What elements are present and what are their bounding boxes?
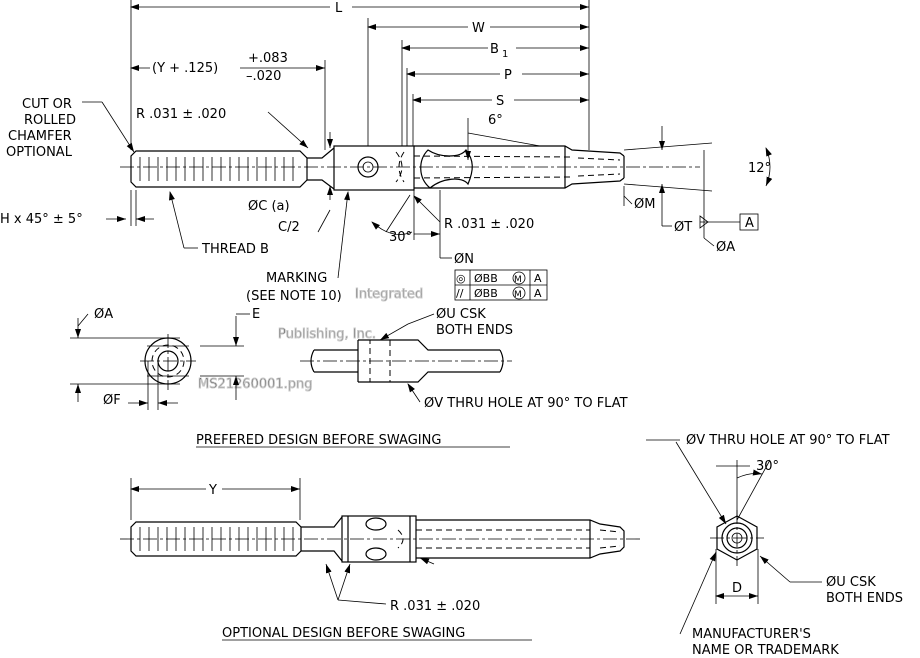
dimension-P: P [406,66,589,83]
note-rolled: ROLLED [24,113,76,128]
fcf-row2-symbol: // [456,287,464,300]
chamfer-note: CUT OR ROLLED CHAMFER OPTIONAL [6,97,135,160]
dim-B-label: B [490,42,499,57]
fcf-row1-value: ØBB [474,272,498,285]
dim-Y-bottom-label: Y [208,483,217,498]
radius-mid-label: R .031 ± .020 [444,217,534,232]
dim-W-label: W [472,21,485,36]
dimension-Y-top: (Y + .125) +.083 –.020 [130,51,326,150]
thread-b-label: THREAD B [201,242,269,257]
dim-y-expression: (Y + .125) [152,61,218,76]
name-trademark-label: NAME OR TRADEMARK [692,643,839,658]
csk-right-label: ØU CSK [826,575,876,590]
dimension-B1: B 1 [401,40,589,60]
marking-label: MARKING [266,271,327,286]
radius-top: R .031 ± .020 [136,107,309,149]
dim-B-subscript: 1 [502,49,508,60]
dim-S-label: S [496,94,504,109]
dimension-M: ØM [623,186,655,212]
watermark-line-3: MS21260001.png [198,377,313,392]
caption-optional: OPTIONAL DESIGN BEFORE SWAGING [222,626,465,641]
note-cut-or: CUT OR [22,97,72,112]
dimension-T: ØT A [659,126,759,235]
end-view-left: ØA E ØF [70,307,260,410]
thread-marks [139,157,294,181]
dim-C-half-label: C/2 [278,220,300,235]
thru-hole-label: ØV THRU HOLE AT 90° TO FLAT [424,396,628,411]
radius-top-label: R .031 ± .020 [136,107,226,122]
angle-30-top: 30° [371,190,415,245]
dim-P-label: P [504,68,512,83]
caption-preferred: PREFERED DESIGN BEFORE SWAGING [196,433,441,448]
dim-N-label: ØN [454,252,474,267]
fcf-row2-datum: A [534,287,542,300]
csk-both-ends: BOTH ENDS [436,323,513,338]
watermark-line-1: Integrated [355,287,423,302]
dim-L-label: L [335,1,343,16]
note-optional: OPTIONAL [6,145,73,160]
dim-C-label: ØC (a) [248,199,290,214]
dimension-A-right: ØA [703,150,735,255]
dimension-N: ØN [414,190,474,267]
radius-bottom-label: R .031 ± .020 [390,599,480,614]
dim-E-label: E [252,307,260,322]
angle-12-label: 12° [748,161,771,176]
marking-note: MARKING (SEE NOTE 10) [246,191,351,304]
fcf-row1-modifier: M [514,275,522,285]
dim-A-left-label: ØA [94,307,113,322]
dimension-S: S [412,93,589,109]
top-view-part [120,0,700,191]
dimension-C: ØC (a) C/2 [248,132,333,235]
dim-D-label: D [732,581,742,596]
thru-hole-right-label: ØV THRU HOLE AT 90° TO FLAT [686,433,890,448]
feature-control-frame: ◎ ØBB M A // ØBB M A [454,269,548,301]
dim-M-label: ØM [634,197,655,212]
csk-label: ØU CSK [436,307,486,322]
side-view-middle: ØU CSK BOTH ENDS ØV THRU HOLE AT 90° TO … [300,307,628,411]
angle-6deg: 6° [465,113,541,160]
dimension-W: W [367,20,589,36]
optional-design-view: Y R .031 ± .020 [120,478,640,614]
dim-F-label: ØF [103,393,121,408]
fcf-row2-modifier: M [514,290,522,300]
watermark-line-2: Publishing, Inc. [278,327,376,342]
datum-A-label: A [745,216,754,231]
watermark: Integrated Publishing, Inc. MS21260001.p… [198,287,424,393]
see-note-label: (SEE NOTE 10) [246,289,342,304]
manufacturer-label: MANUFACTURER'S [692,627,811,642]
dim-H-label: H x 45° ± 5° [0,212,83,227]
dim-y-tol-plus: +.083 [248,51,288,66]
dimension-H: H x 45° ± 5° [0,190,154,227]
dim-y-tol-minus: –.020 [246,69,281,84]
fcf-row1-symbol: ◎ [456,272,466,285]
dim-A-right-label: ØA [716,240,735,255]
fcf-row2-value: ØBB [474,287,498,300]
fcf-row1-datum: A [534,272,542,285]
note-chamfer: CHAMFER [8,129,72,144]
angle-30-right-label: 30° [756,459,779,474]
dim-T-label: ØT [674,220,692,235]
end-view-right: ØV THRU HOLE AT 90° TO FLAT 30° D ØU CSK… [646,433,903,658]
csk-right-both-ends: BOTH ENDS [826,591,903,606]
radius-mid: R .031 ± .020 [413,195,534,232]
angle-30-top-label: 30° [389,230,412,245]
angle-12deg: 12° [623,142,773,192]
thread-note: THREAD B [169,191,269,257]
angle-6-label: 6° [488,113,503,128]
dimension-L: L [130,0,589,16]
